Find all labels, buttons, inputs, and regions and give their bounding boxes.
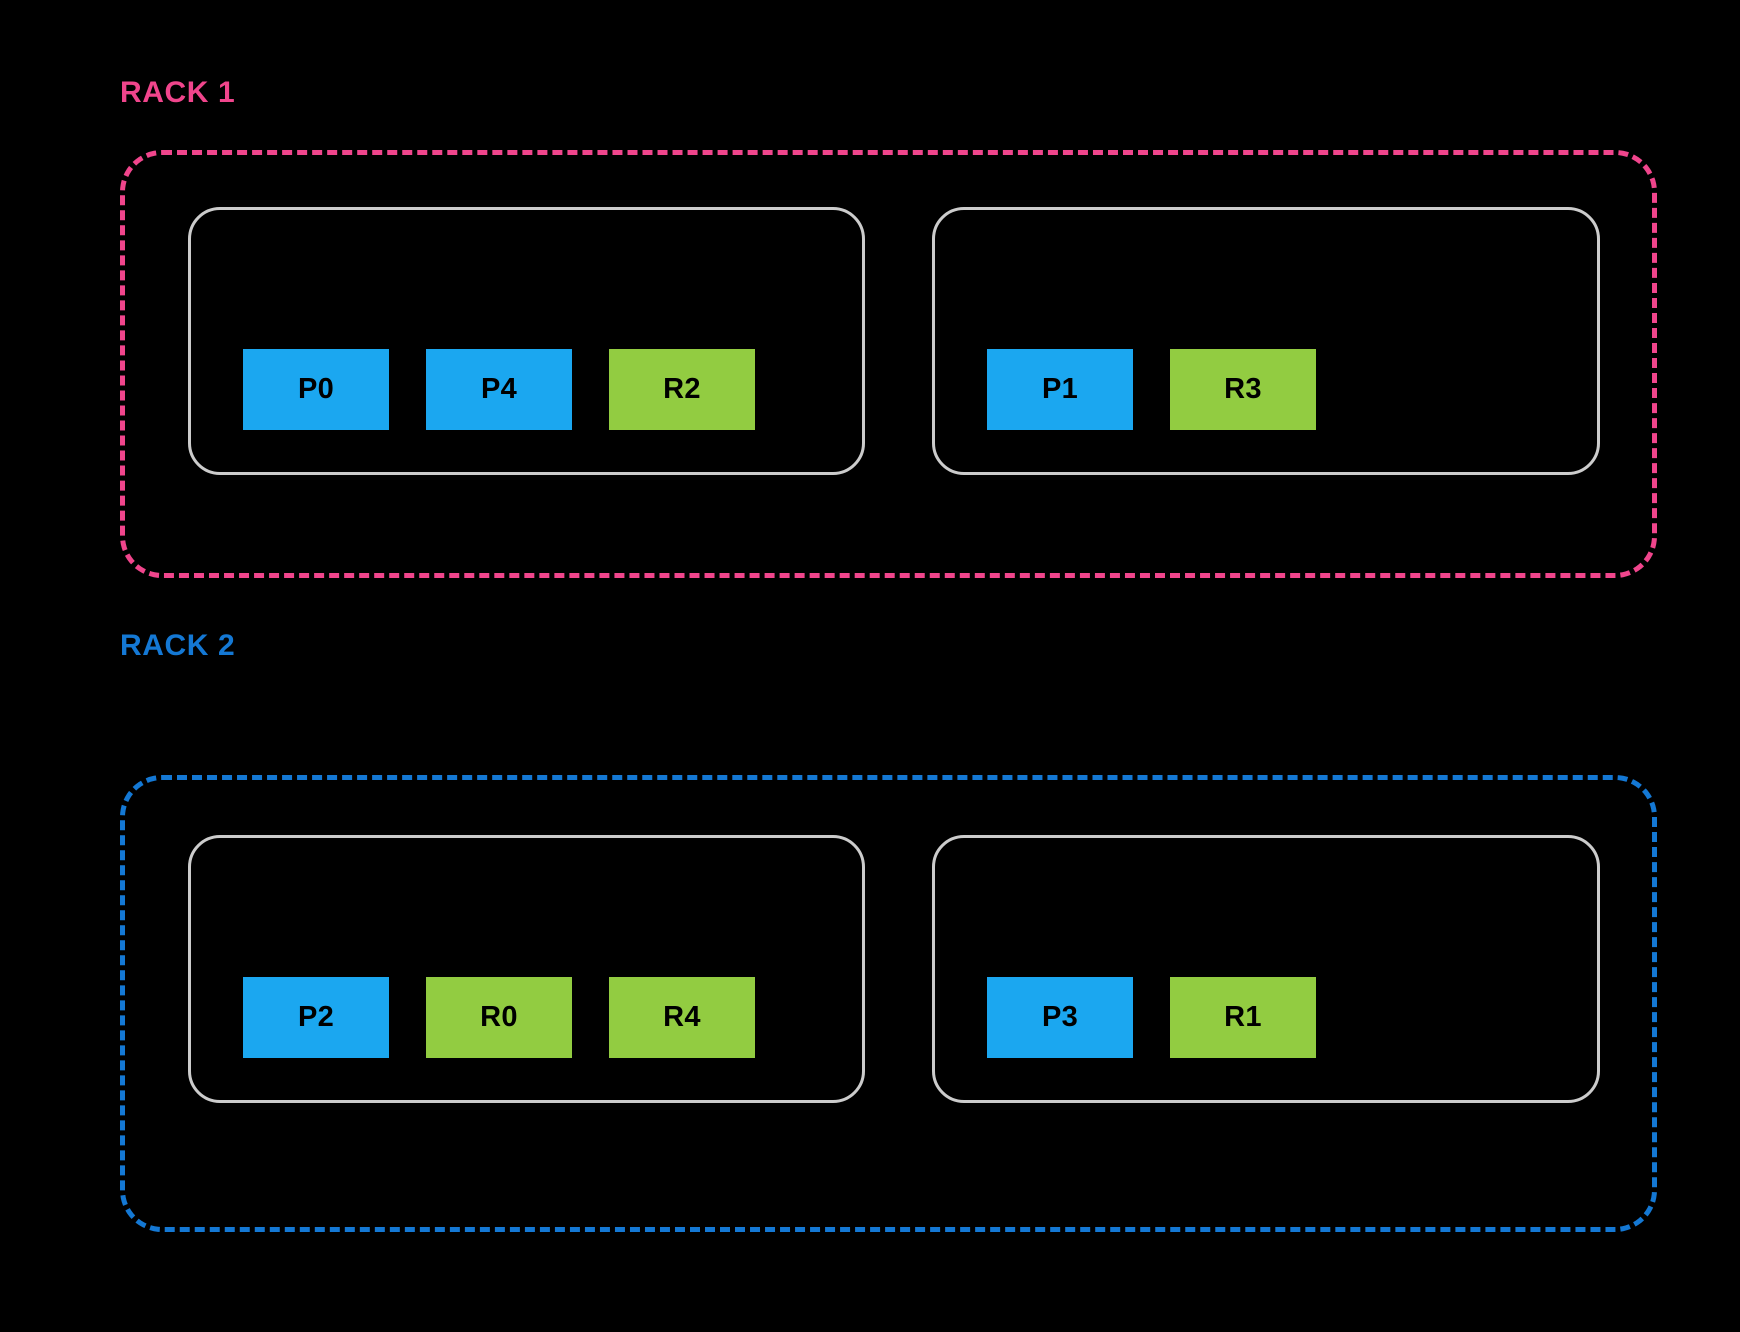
rack-2-boundary: P2 R0 R4 P3 R1 [120,775,1657,1232]
slot-r3[interactable]: R3 [1170,349,1316,430]
rack-2-label: RACK 2 [120,629,236,662]
rack-1-node-2[interactable]: P1 R3 [932,207,1600,475]
rack-2-node-2[interactable]: P3 R1 [932,835,1600,1103]
rack-2-node-2-slots: P3 R1 [987,977,1316,1058]
slot-p4[interactable]: P4 [426,349,572,430]
rack-1-node-2-slots: P1 R3 [987,349,1316,430]
slot-p2[interactable]: P2 [243,977,389,1058]
slot-p0[interactable]: P0 [243,349,389,430]
rack-group-1: RACK 1 P0 P4 R2 P1 R3 [0,0,1740,600]
slot-r0[interactable]: R0 [426,977,572,1058]
slot-p3[interactable]: P3 [987,977,1133,1058]
rack-1-node-1-slots: P0 P4 R2 [243,349,755,430]
slot-r2[interactable]: R2 [609,349,755,430]
rack-1-label: RACK 1 [120,76,236,109]
slot-r1[interactable]: R1 [1170,977,1316,1058]
slot-p1[interactable]: P1 [987,349,1133,430]
rack-2-node-1-slots: P2 R0 R4 [243,977,755,1058]
rack-2-node-1[interactable]: P2 R0 R4 [188,835,865,1103]
rack-1-boundary: P0 P4 R2 P1 R3 [120,150,1657,578]
slot-r4[interactable]: R4 [609,977,755,1058]
rack-1-node-1[interactable]: P0 P4 R2 [188,207,865,475]
